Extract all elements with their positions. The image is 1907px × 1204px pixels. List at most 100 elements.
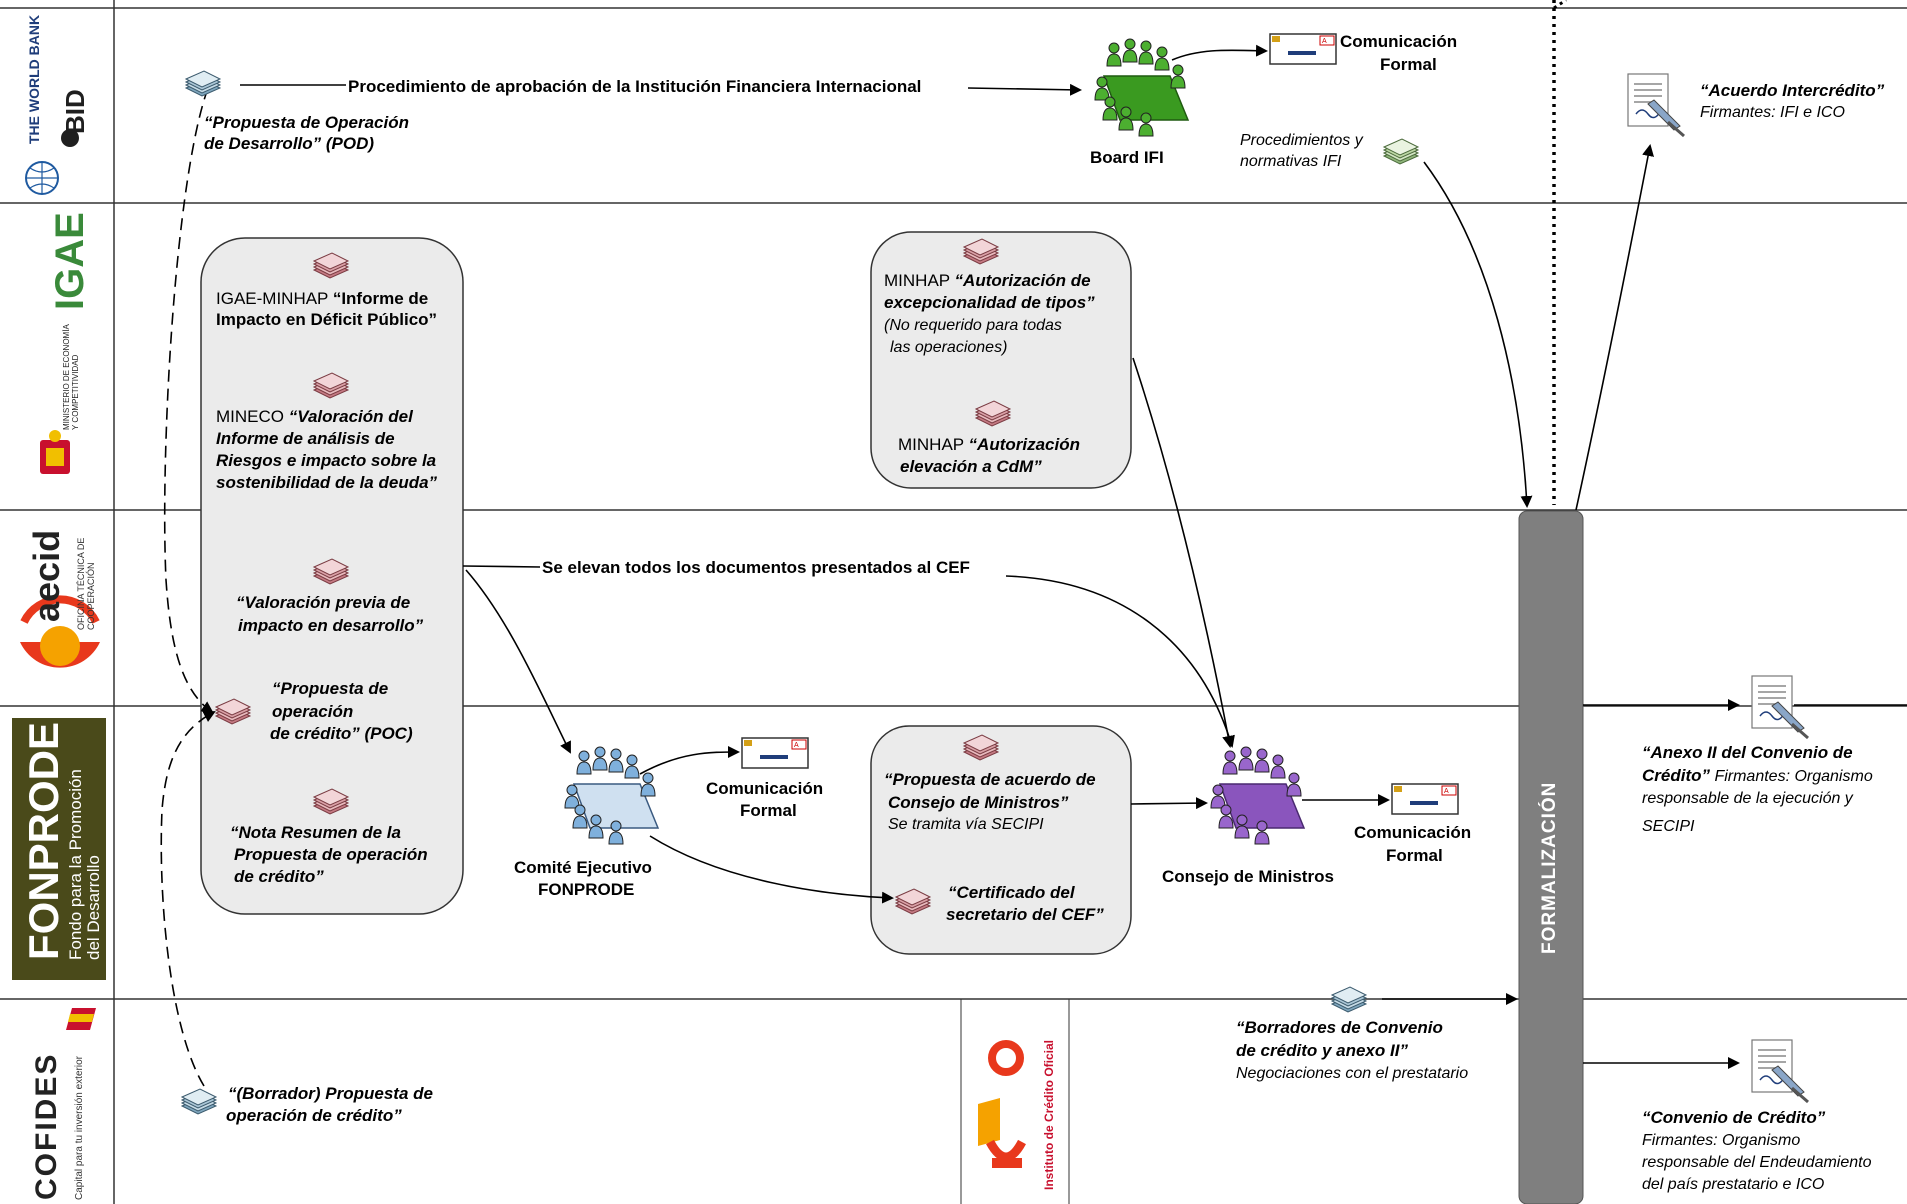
- label-nota-3: de crédito”: [234, 867, 324, 886]
- label-poc-3: de crédito” (POC): [270, 724, 413, 743]
- label-igae-2: Impacto en Déficit Público”: [216, 310, 438, 329]
- label-certificado-1: “Certificado del: [948, 883, 1075, 902]
- label-com-formal-top-1: Comunicación: [1340, 32, 1458, 51]
- label-minhap2-1: MINHAP “Autorización: [898, 435, 1080, 454]
- igae-logo-text: IGAE: [48, 212, 92, 310]
- label-ifi-procedure: Procedimiento de aprobación de la Instit…: [348, 77, 922, 96]
- label-minhap1-3: (No requerido para todas: [884, 317, 1062, 334]
- worldbank-logo-text: THE WORLD BANK: [26, 14, 42, 144]
- document-icon-borradores: [1331, 986, 1367, 1013]
- formalizacion-bar: [1518, 510, 1584, 1204]
- signed-document-icon-convenio: [1750, 1038, 1810, 1104]
- arrow-minhap-to-consejo: [1132, 357, 1235, 748]
- label-proc-ifi-1: Procedimientos y: [1240, 132, 1363, 149]
- label-convenio-1: “Convenio de Crédito”: [1642, 1108, 1826, 1127]
- label-comite-1: Comité Ejecutivo: [514, 858, 652, 877]
- group-box-propuesta-cm: [870, 725, 1132, 955]
- meeting-icon-comite: [564, 746, 660, 845]
- label-consejo: Consejo de Ministros: [1162, 867, 1334, 886]
- arrow-cef-right: [1005, 575, 1235, 748]
- label-convenio-2: Firmantes: Organismo: [1642, 1132, 1801, 1149]
- label-com-formal-mid-1: Comunicación: [706, 779, 824, 798]
- signed-document-icon-anexo: [1750, 674, 1810, 740]
- ico-logo-icon: [964, 1002, 1066, 1200]
- label-minhap2-2: elevación a CdM”: [900, 457, 1042, 476]
- label-borradores-3: Negociaciones con el prestatario: [1236, 1065, 1469, 1082]
- worldbank-globe-icon: [25, 161, 59, 195]
- arrow-group-to-comite: [465, 569, 571, 754]
- spain-coat-of-arms-icon: [40, 430, 70, 474]
- aecid-logo-text: aecid: [26, 529, 67, 622]
- arrow-formalizacion-to-acuerdo: [1575, 144, 1654, 511]
- arrow-comite-to-certificado: [649, 835, 894, 904]
- envelope-icon-comite: [741, 737, 809, 769]
- aecid-logo-icon: [20, 595, 100, 668]
- label-poc-1: “Propuesta de: [272, 679, 389, 698]
- fonprode-sub-text-2: del Desarrollo: [84, 855, 103, 960]
- arrow-ifi-procedure: [967, 83, 1082, 96]
- label-mineco-2: Informe de análisis de: [216, 429, 395, 448]
- arrow-proc-to-formalizacion: [1423, 161, 1533, 508]
- label-cef: Se elevan todos los documentos presentad…: [542, 558, 970, 577]
- signed-document-icon-acuerdo: [1626, 72, 1686, 138]
- label-certificado-2: secretario del CEF”: [946, 905, 1104, 924]
- arrow-cef-left: [462, 565, 541, 568]
- label-comite-2: FONPRODE: [538, 880, 635, 899]
- label-anexo-1: “Anexo II del Convenio de: [1642, 743, 1853, 762]
- label-formalizacion: FORMALIZACIÓN: [1539, 781, 1560, 954]
- label-mineco-1: MINECO “Valoración del: [216, 407, 413, 426]
- label-anexo-4: SECIPI: [1642, 818, 1695, 835]
- label-convenio-4: del país prestatario e ICO: [1642, 1176, 1825, 1193]
- label-nota-2: Propuesta de operación: [234, 845, 428, 864]
- label-borrador-poc-1: “(Borrador) Propuesta de: [228, 1084, 433, 1103]
- label-anexo-2: Crédito” Firmantes: Organismo: [1642, 766, 1873, 785]
- label-board-ifi: Board IFI: [1090, 148, 1164, 167]
- meeting-icon-board-ifi: [1094, 38, 1190, 137]
- bid-logo-icon: [61, 129, 79, 147]
- label-mineco-3: Riesgos e impacto sobre la: [216, 451, 437, 470]
- fonprode-logo-background: [12, 718, 106, 980]
- label-pod-1: “Propuesta de Operación: [204, 113, 409, 132]
- label-propuesta-cm-1: “Propuesta de acuerdo de: [884, 770, 1096, 789]
- arrow-borrador-to-poc: [160, 711, 216, 1087]
- document-icon-borrador-poc: [181, 1088, 217, 1115]
- label-poc-2: operación: [272, 702, 354, 721]
- label-acuerdo-title: “Acuerdo Intercrédito”: [1700, 81, 1885, 100]
- label-convenio-3: responsable del Endeudamiento: [1642, 1154, 1872, 1171]
- label-anexo-3: responsable de la ejecución y: [1642, 790, 1853, 807]
- cofides-logo-text: COFIDES: [30, 1052, 63, 1200]
- bid-logo-text: BID: [60, 89, 90, 134]
- arrow-pod-to-poc: [163, 87, 214, 714]
- label-acuerdo-sub: Firmantes: IFI e ICO: [1700, 104, 1845, 121]
- label-nota-1: “Nota Resumen de la: [230, 823, 401, 842]
- document-icon-pod: [185, 70, 221, 97]
- label-mineco-4: sostenibilidad de la deuda”: [216, 473, 438, 492]
- label-minhap1-4: las operaciones): [890, 339, 1008, 356]
- meeting-icon-consejo: [1210, 746, 1306, 845]
- fonprode-sub-text-1: Fondo para la Promoción: [66, 769, 85, 960]
- ministry-logo-text: MINISTERIO DE ECONOMÍA Y COMPETITIVIDAD: [62, 324, 80, 430]
- label-pod-2: de Desarrollo” (POD): [204, 134, 375, 153]
- aecid-sub-text: OFICINA TÉCNICA DE COOPERACIÓN: [76, 537, 96, 630]
- arrow-propuesta-to-consejo: [1130, 797, 1208, 810]
- envelope-icon-top: [1269, 33, 1337, 65]
- label-propuesta-cm-3: Se tramita vía SECIPI: [888, 816, 1044, 833]
- cofides-flag-icon: [66, 1008, 96, 1030]
- cofides-sub-text: Capital para tu inversión exterior: [74, 1056, 85, 1200]
- document-icon-proc-ifi: [1383, 138, 1419, 165]
- label-proc-ifi-2: normativas IFI: [1240, 153, 1342, 170]
- label-minhap1-2: excepcionalidad de tipos”: [884, 293, 1095, 312]
- label-valoracion-2: impacto en desarrollo”: [238, 616, 424, 635]
- label-propuesta-cm-2: Consejo de Ministros”: [888, 793, 1069, 812]
- group-box-minhap: [870, 231, 1132, 489]
- label-com-formal-right-1: Comunicación: [1354, 823, 1472, 842]
- label-valoracion-1: “Valoración previa de: [236, 593, 411, 612]
- label-borradores-2: de crédito y anexo II”: [1236, 1041, 1408, 1060]
- arrow-board-to-com: [1171, 44, 1268, 61]
- label-com-formal-right-2: Formal: [1386, 846, 1443, 865]
- fonprode-logo-text: FONPRODE: [20, 721, 67, 960]
- label-borradores-1: “Borradores de Convenio: [1236, 1018, 1443, 1037]
- arrow-comite-to-com: [639, 746, 740, 775]
